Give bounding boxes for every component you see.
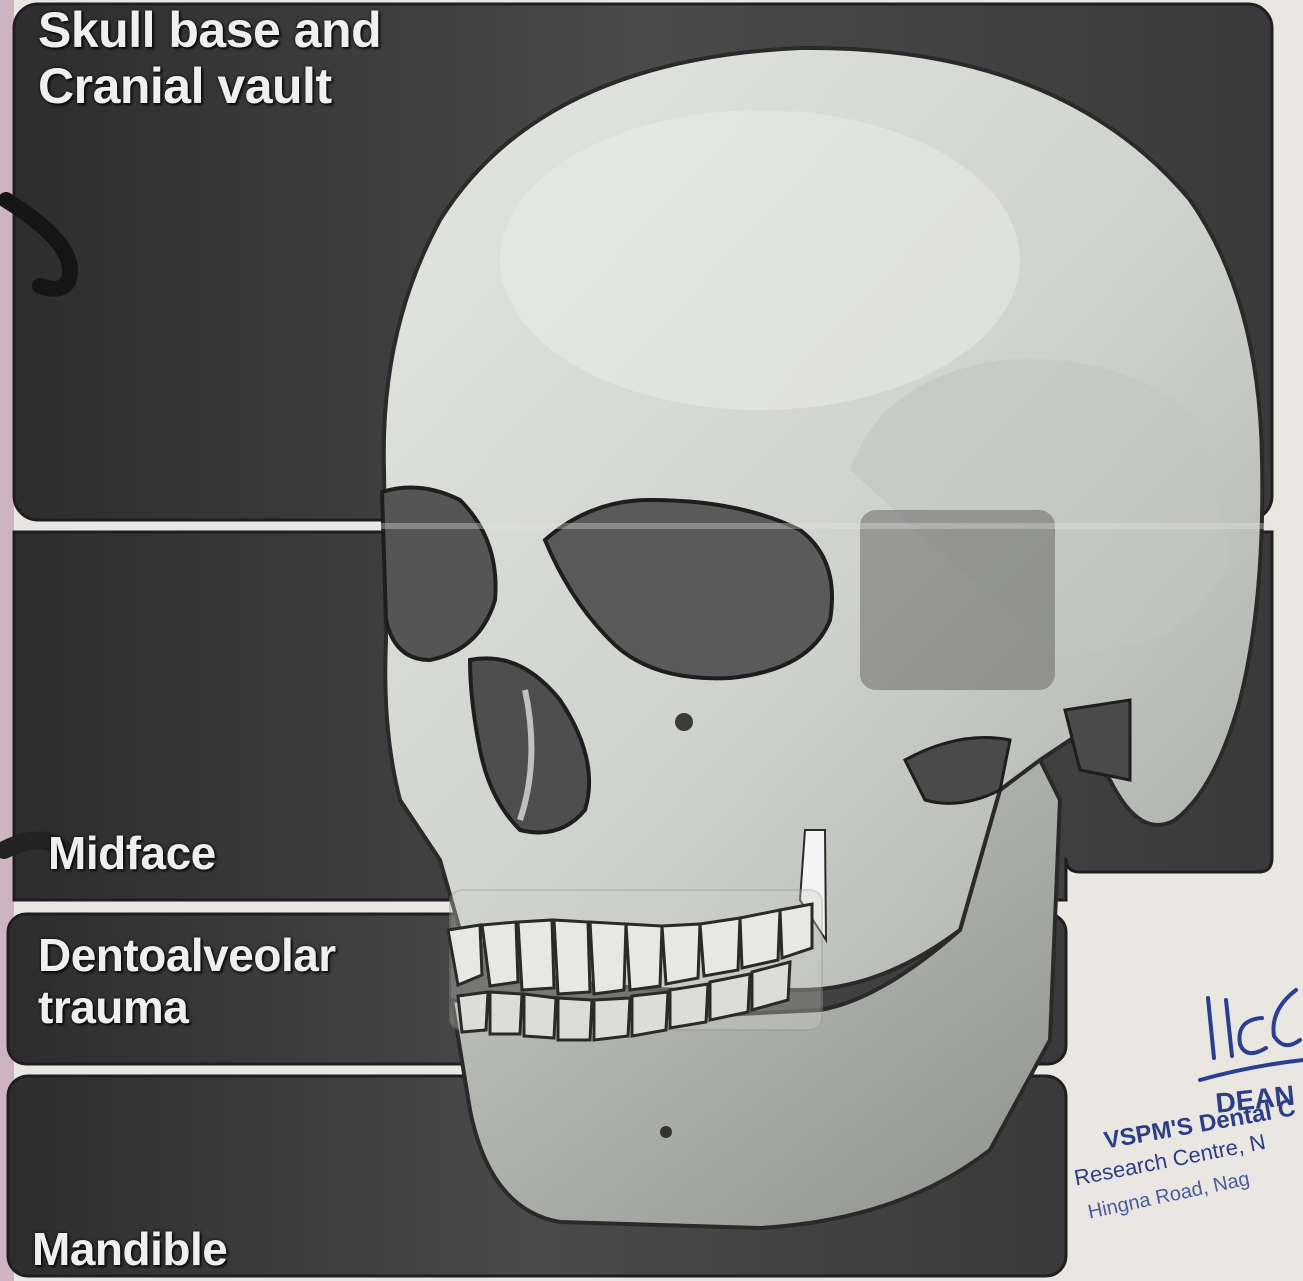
label-mandible: Mandible [32, 1224, 227, 1276]
label-skull-base: Skull base and Cranial vault [38, 2, 381, 114]
label-dentoalveolar-line1: Dentoalveolar [38, 930, 336, 982]
zygoma-overlay [860, 510, 1055, 690]
infraorbital-foramen [675, 713, 693, 731]
forehead-highlight [500, 110, 1020, 410]
label-midface: Midface [48, 828, 216, 880]
label-skull-base-line1: Skull base and [38, 2, 381, 58]
mental-foramen [660, 1126, 672, 1138]
label-dentoalveolar: Dentoalveolar trauma [38, 930, 336, 1033]
label-skull-base-line2: Cranial vault [38, 58, 381, 114]
label-dentoalveolar-line2: trauma [38, 982, 336, 1034]
